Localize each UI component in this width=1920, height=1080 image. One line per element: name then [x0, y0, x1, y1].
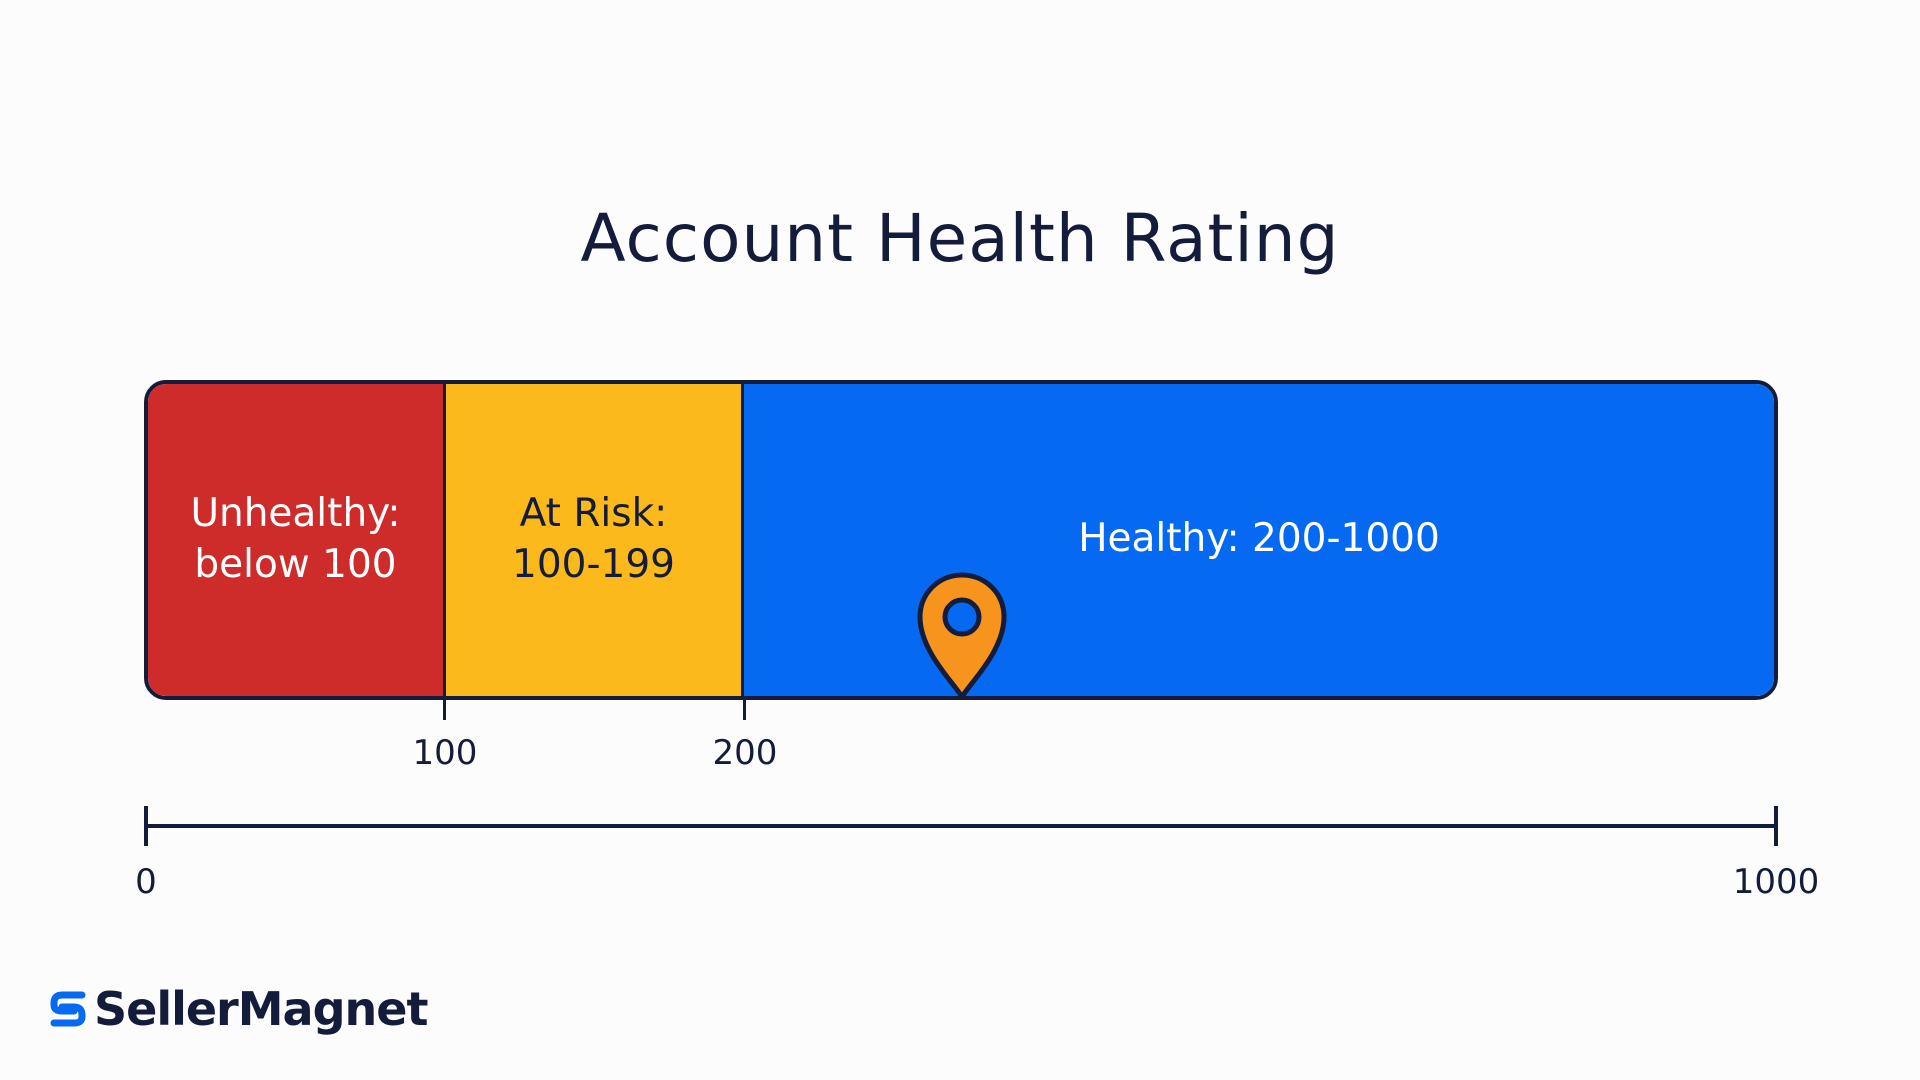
- threshold-tick-200: [743, 700, 746, 720]
- scale-axis-end-cap: [1774, 806, 1778, 846]
- segment-healthy: Healthy: 200-1000: [744, 384, 1774, 696]
- health-rating-bar: Unhealthy: below 100 At Risk: 100-199 He…: [144, 380, 1778, 700]
- brand-name: SellerMagnet: [94, 982, 428, 1036]
- segment-unhealthy-label: Unhealthy: below 100: [190, 491, 401, 587]
- segment-at-risk: At Risk: 100-199: [446, 384, 744, 696]
- threshold-tick-100: [443, 700, 446, 720]
- sellermagnet-logo-icon: [50, 991, 86, 1027]
- brand-logo: SellerMagnet: [48, 982, 428, 1036]
- axis-min-label: 0: [135, 862, 157, 902]
- segment-at-risk-label: At Risk: 100-199: [512, 491, 675, 587]
- threshold-label-100: 100: [412, 733, 478, 773]
- scale-axis-line: [144, 824, 1778, 828]
- segment-unhealthy: Unhealthy: below 100: [148, 384, 446, 696]
- segment-healthy-label: Healthy: 200-1000: [1078, 516, 1440, 561]
- threshold-label-200: 200: [712, 733, 778, 773]
- page-title: Account Health Rating: [580, 200, 1340, 277]
- location-pin-icon: [917, 572, 1007, 700]
- axis-max-label: 1000: [1732, 862, 1820, 902]
- scale-axis-start-cap: [144, 806, 148, 846]
